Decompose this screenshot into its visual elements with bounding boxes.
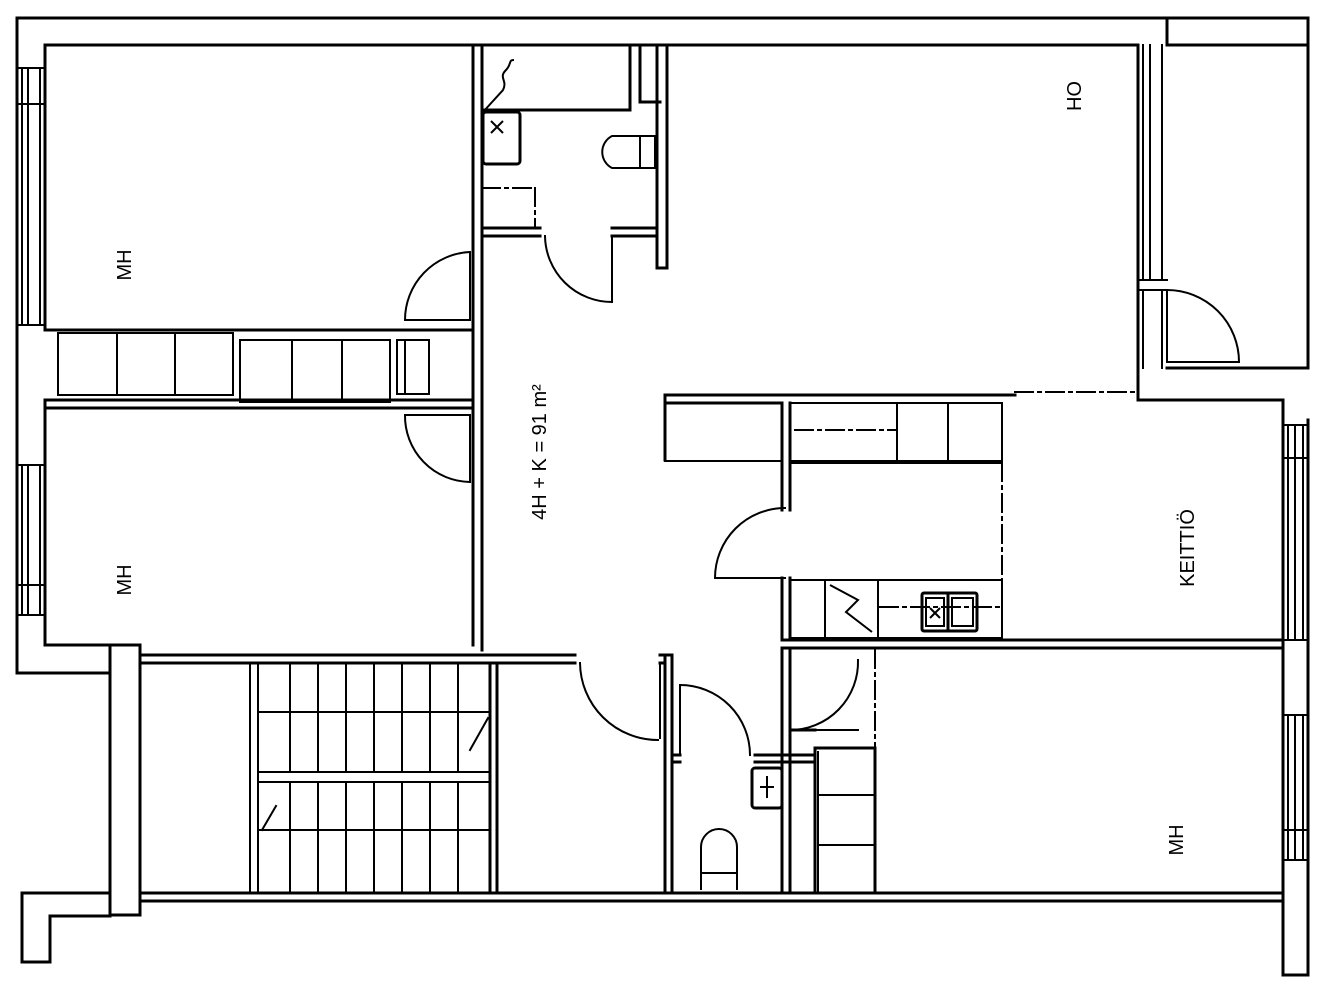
- interior-walls: [43, 43, 1285, 895]
- doors: [403, 234, 1241, 757]
- stair-grid: [249, 662, 491, 894]
- room-label-oh: OH: [1062, 81, 1084, 111]
- closet-units: [817, 751, 876, 894]
- wardrobe-units: [57, 332, 430, 403]
- room-label-mh-mid-left: MH: [114, 564, 136, 595]
- kitchen-sink-icon: [920, 591, 979, 633]
- kitchen-cabinets: [664, 402, 1003, 639]
- room-label-mh-top-left: MH: [114, 249, 136, 280]
- window-right-lower: [1282, 714, 1309, 861]
- shower-icon: [700, 828, 738, 890]
- sink-icon: [481, 59, 522, 166]
- toilet-icon: [601, 135, 656, 169]
- window-left-lower: [16, 464, 46, 616]
- exterior-walls: [15, 16, 1310, 977]
- window-right-middle: [1282, 424, 1309, 641]
- window-left-upper: [16, 67, 46, 326]
- wc-sink-icon: [750, 766, 784, 810]
- area-label: 4H + K = 91 m²: [529, 384, 551, 520]
- window-right-upper: [1137, 44, 1168, 369]
- room-label-keittio: KEITTIÖ: [1177, 509, 1199, 587]
- room-label-mh-bottom-right: MH: [1166, 824, 1188, 855]
- dashed-lines: [481, 187, 1139, 749]
- stove-icon: [829, 584, 873, 633]
